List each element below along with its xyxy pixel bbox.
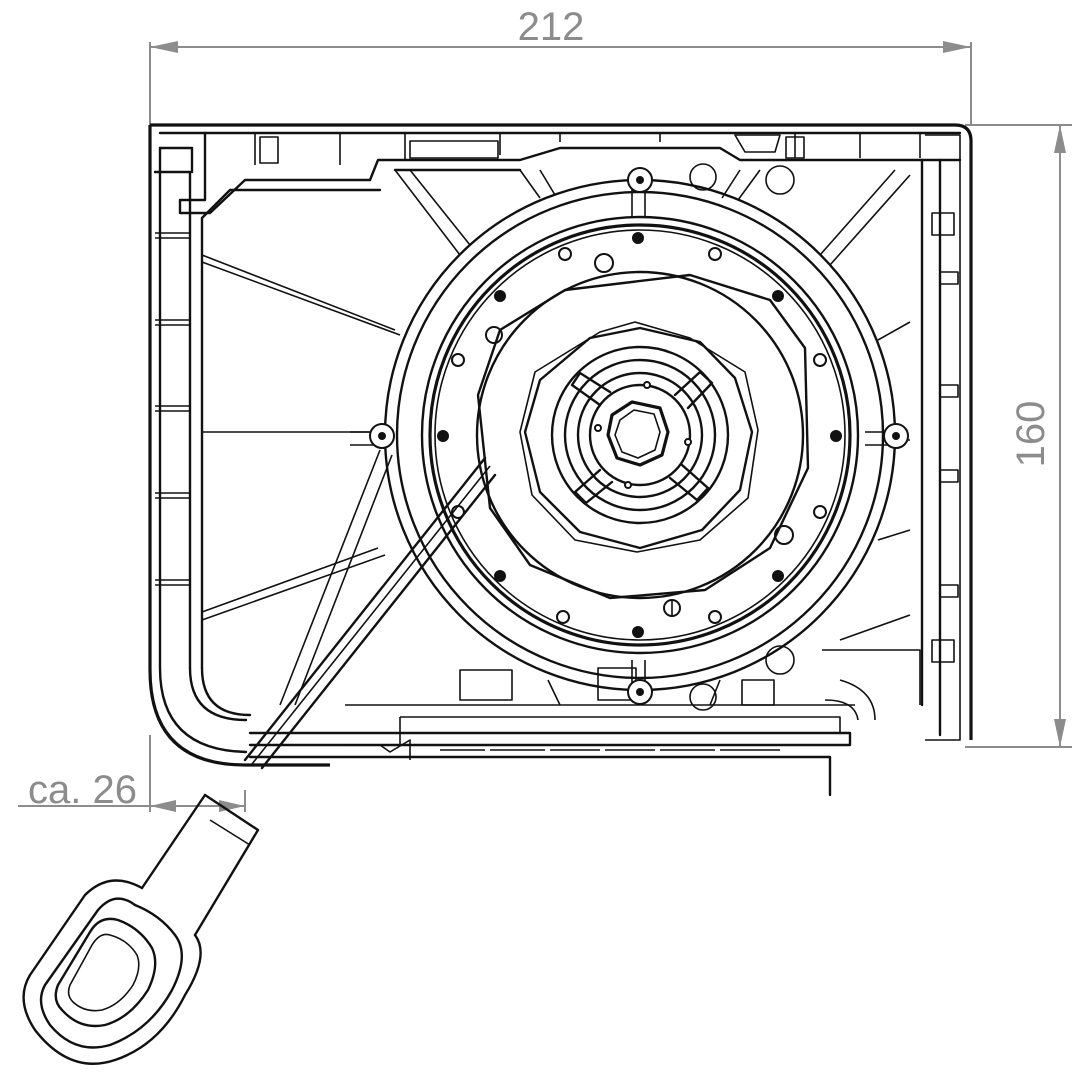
offset-dimension-label: ca. 26 bbox=[28, 768, 137, 812]
worm-shaft bbox=[243, 456, 497, 770]
width-dimension-label: 212 bbox=[518, 5, 585, 49]
mounting-lugs bbox=[369, 167, 909, 705]
gear-hub-polygon bbox=[476, 273, 810, 600]
central-drive-adapter bbox=[519, 321, 759, 553]
main-gear-ring bbox=[383, 178, 897, 692]
height-dimension-label: 160 bbox=[1009, 401, 1053, 468]
dimension-height: 160 bbox=[965, 124, 1072, 748]
gearbox-housing bbox=[148, 123, 973, 797]
dimension-width: 212 bbox=[149, 5, 972, 125]
housing-holes bbox=[689, 163, 795, 711]
right-wall-slots bbox=[931, 212, 959, 663]
dimension-crank-offset: ca. 26 bbox=[18, 735, 246, 812]
bolt-holes bbox=[437, 232, 842, 638]
left-wall-slots bbox=[155, 232, 190, 586]
crank-eye bbox=[22, 793, 260, 1065]
